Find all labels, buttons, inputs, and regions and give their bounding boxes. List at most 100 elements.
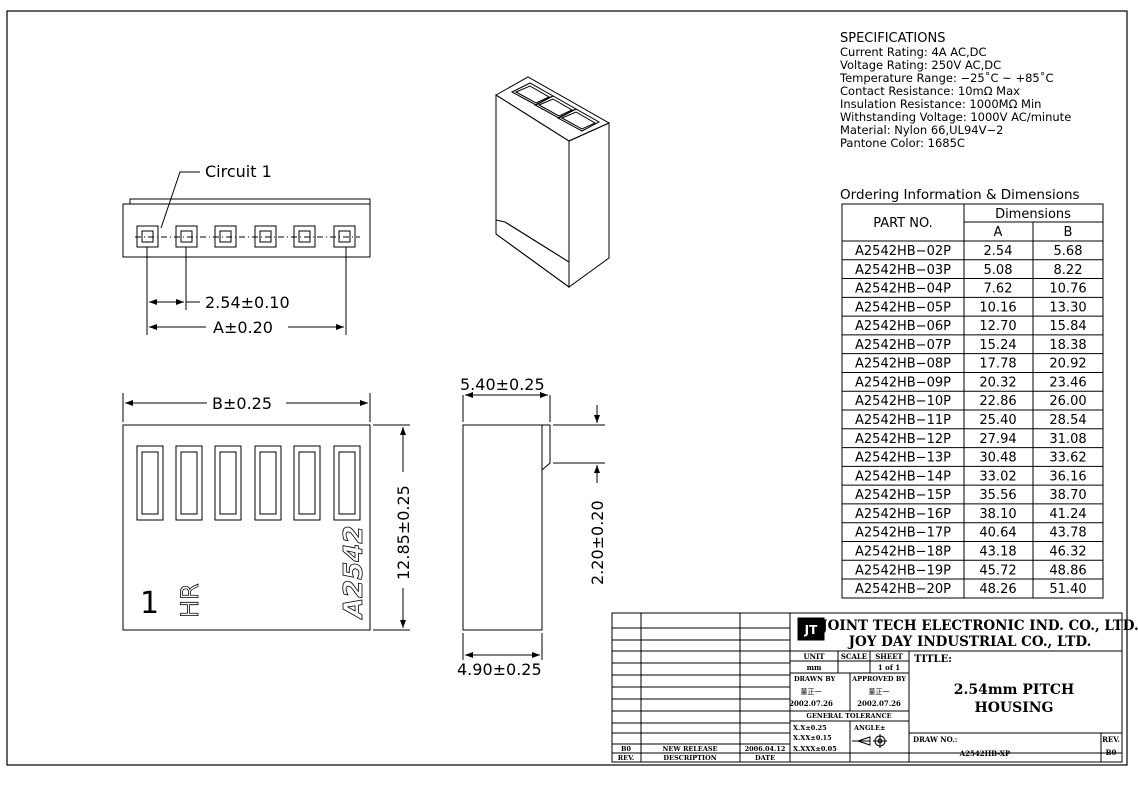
rev-row-description: NEW RELEASE [662, 745, 717, 753]
drawn-date: 2002.07.26 [789, 699, 833, 708]
side-view-body [462, 424, 543, 631]
rev-value: B0 [1106, 748, 1117, 757]
approved-by-label: APPROVED BY [851, 675, 906, 683]
dim-a-cell: 48.26 [979, 582, 1016, 597]
dim-b-cell: 8.22 [1054, 263, 1083, 278]
rev-row-date: 2006.04.12 [745, 745, 786, 753]
part-number-cell: A2542HB−09P [855, 375, 951, 390]
dim-a-cell: 38.10 [979, 507, 1016, 522]
dim-a-cell: 30.48 [979, 451, 1016, 466]
dim-a-cell: 25.40 [979, 413, 1016, 428]
spec-line: Withstanding Voltage: 1000V AC/minute [840, 110, 1071, 124]
dim-b-cell: 41.24 [1049, 507, 1086, 522]
dim-b-cell: 48.86 [1049, 563, 1086, 578]
side-top-dimension: 5.40±0.25 [460, 375, 545, 394]
dim-a-cell: 5.08 [984, 263, 1013, 278]
part-mark: A2542 [339, 526, 369, 621]
angle-label: ANGLE± [853, 724, 886, 732]
dim-b-cell: 18.38 [1049, 338, 1086, 353]
top-view-body [122, 203, 371, 258]
unit-label: UNIT [804, 652, 826, 661]
tolerance-3: X.XXX±0.05 [793, 745, 837, 753]
part-number-cell: A2542HB−05P [855, 300, 951, 315]
date-header: DATE [755, 754, 775, 762]
approved-date: 2002.07.26 [857, 699, 901, 708]
iso-top-face [495, 76, 611, 142]
sheet-border [6, 10, 1128, 766]
isometric-view [495, 76, 611, 288]
dim-a-cell: 12.70 [979, 319, 1016, 334]
dim-b-cell: 38.70 [1049, 488, 1086, 503]
part-number-cell: A2542HB−04P [855, 282, 951, 297]
part-number-cell: A2542HB−11P [855, 413, 951, 428]
part-number-cell: A2542HB−20P [855, 582, 951, 597]
iso-side-face [568, 122, 610, 288]
spec-line: Material: Nylon 66,UL94V−2 [840, 123, 1003, 137]
part-number-cell: A2542HB−17P [855, 526, 951, 541]
dim-a-cell: 33.02 [979, 469, 1016, 484]
part-number-cell: A2542HB−07P [855, 338, 951, 353]
dim-b-cell: 10.76 [1049, 282, 1086, 297]
dim-a-cell: 35.56 [979, 488, 1016, 503]
dim-a-cell: 17.78 [979, 357, 1016, 372]
ordering-title: Ordering Information & Dimensions [840, 187, 1080, 203]
height-dimension: 12.85±0.25 [394, 485, 413, 580]
dim-b-cell: 31.08 [1049, 432, 1086, 447]
dim-b-cell: 15.84 [1049, 319, 1086, 334]
part-number-cell: A2542HB−06P [855, 319, 951, 334]
dim-a-cell: 45.72 [979, 563, 1016, 578]
iso-front-face [495, 94, 570, 288]
front-view [122, 393, 410, 631]
part-number-cell: A2542HB−13P [855, 451, 951, 466]
title-block [611, 612, 1123, 763]
spec-title: SPECIFICATIONS [840, 31, 945, 46]
col-b-header: B [1064, 225, 1073, 240]
dim-b-cell: 43.78 [1049, 526, 1086, 541]
sheet-value: 1 of 1 [878, 663, 900, 672]
dim-a-cell: 27.94 [979, 432, 1016, 447]
dim-b-cell: 46.32 [1049, 544, 1086, 559]
draw-no: A2542HB-XP [959, 749, 1011, 758]
spec-line: Temperature Range: −25˚C ~ +85˚C [839, 70, 1054, 85]
pitch-dimension: 2.54±0.10 [205, 293, 290, 312]
dim-b-cell: 51.40 [1049, 582, 1086, 597]
dim-a-cell: 22.86 [979, 394, 1016, 409]
company-logo-box [797, 617, 825, 641]
circuit-leader [160, 171, 200, 229]
iso-latch [495, 219, 570, 288]
part-number-cell: A2542HB−19P [855, 563, 951, 578]
tolerance-2: X.XX±0.15 [793, 734, 832, 742]
drawn-by-name: 董正一 [801, 687, 822, 696]
rev-header: REV. [618, 754, 635, 762]
b-dimension: B±0.25 [212, 394, 272, 413]
dim-a-cell: 10.16 [979, 300, 1016, 315]
col-part-header: PART NO. [873, 216, 933, 231]
rev-label: REV. [1102, 735, 1120, 744]
part-number-cell: A2542HB−14P [855, 469, 951, 484]
spec-line: Insulation Resistance: 1000MΩ Min [840, 97, 1041, 111]
side-bottom-dimension: 4.90±0.25 [457, 660, 542, 679]
ordering-table [841, 203, 1104, 599]
company-logo: JT [804, 623, 818, 637]
draw-no-label: DRAW NO.: [913, 735, 957, 744]
dim-a-cell: 15.24 [979, 338, 1016, 353]
specifications-block: SPECIFICATIONS Current Rating: 4A AC,DC … [839, 31, 1071, 150]
drawing-title-2: HOUSING [974, 700, 1053, 716]
part-number-cell: A2542HB−18P [855, 544, 951, 559]
part-number-cell: A2542HB−02P [855, 244, 951, 259]
dim-b-cell: 28.54 [1049, 413, 1086, 428]
part-number-cell: A2542HB−15P [855, 488, 951, 503]
latch-dimension: 2.20±0.20 [588, 500, 607, 585]
dim-b-cell: 36.16 [1049, 469, 1086, 484]
general-tolerance-label: GENERAL TOLERANCE [806, 712, 891, 720]
scale-label: SCALE [841, 652, 867, 661]
drawing-title-1: 2.54mm PITCH [954, 682, 1074, 698]
top-view-rim [129, 198, 371, 205]
part-number-cell: A2542HB−10P [855, 394, 951, 409]
spec-line: Current Rating: 4A AC,DC [840, 45, 987, 59]
front-view-body [122, 424, 371, 631]
spec-line: Pantone Color: 1685C [840, 136, 965, 150]
part-number-cell: A2542HB−16P [855, 507, 951, 522]
